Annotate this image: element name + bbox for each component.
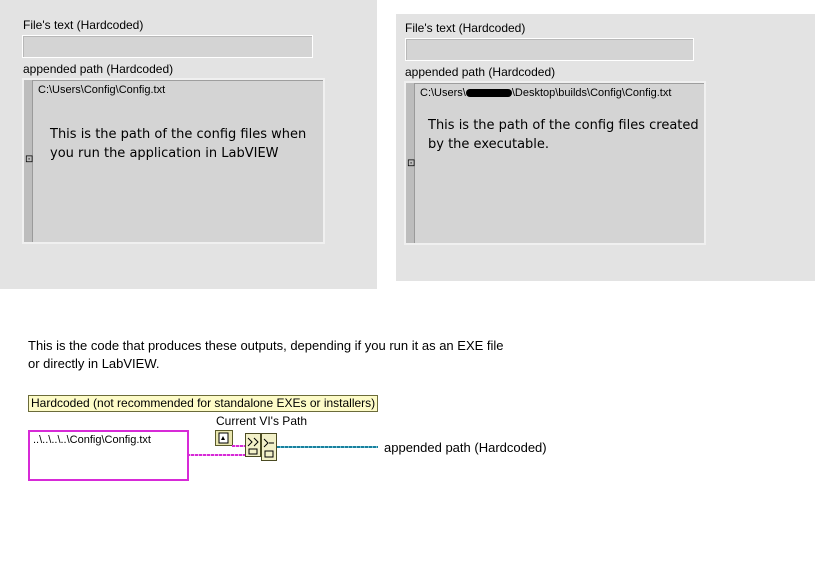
- appended-path-label: appended path (Hardcoded): [23, 62, 174, 76]
- build-path-icon[interactable]: [261, 433, 277, 461]
- description-line-2: or directly in LabVIEW.: [28, 356, 160, 371]
- note-line-2: by the executable.: [428, 137, 550, 152]
- file-text-indicator[interactable]: [22, 35, 313, 58]
- diagram-comment[interactable]: Hardcoded (not recommended for standalon…: [28, 395, 379, 412]
- path-constant-value: ..\..\..\..\Config\Config.txt: [33, 434, 151, 446]
- browse-folder-icon: ⊡: [407, 158, 416, 169]
- browse-button[interactable]: ⊡: [24, 80, 33, 242]
- path-note: This is the path of the config files whe…: [50, 125, 306, 163]
- current-vi-path-label: Current VI's Path: [216, 414, 307, 428]
- file-text-indicator[interactable]: [405, 38, 694, 61]
- path-value: C:\Users\ \Desktop\builds\Config\Config.t…: [420, 87, 671, 99]
- output-path-wire: [277, 446, 378, 448]
- file-text-label: File's text (Hardcoded): [23, 18, 144, 32]
- relative-path-wire: [187, 454, 245, 456]
- file-text-label: File's text (Hardcoded): [405, 21, 526, 35]
- appended-path-indicator[interactable]: ⊡ C:\Users\Config\Config.txt This is the…: [22, 78, 325, 244]
- path-constant[interactable]: ..\..\..\..\Config\Config.txt: [28, 430, 189, 481]
- appended-path-terminal-label: appended path (Hardcoded): [384, 440, 547, 455]
- path-prefix: C:\Users\: [420, 87, 466, 99]
- browse-folder-icon: ⊡: [25, 154, 34, 165]
- description: This is the code that produces these out…: [28, 337, 504, 373]
- description-line-1: This is the code that produces these out…: [28, 338, 504, 353]
- note-line-1: This is the path of the config files cre…: [428, 118, 699, 133]
- strip-path-icon[interactable]: [245, 433, 261, 457]
- appended-path-label: appended path (Hardcoded): [405, 65, 556, 79]
- path-value: C:\Users\Config\Config.txt: [38, 84, 166, 96]
- vi-path-wire: [232, 445, 246, 447]
- front-panel-right: File's text (Hardcoded) appended path (H…: [396, 14, 815, 281]
- note-line-2: you run the application in LabVIEW: [50, 146, 279, 161]
- current-vi-path-icon[interactable]: [215, 430, 233, 446]
- browse-button[interactable]: ⊡: [406, 83, 415, 243]
- front-panel-left: File's text (Hardcoded) appended path (H…: [0, 0, 377, 289]
- redacted-username: [465, 89, 512, 98]
- path-note: This is the path of the config files cre…: [428, 116, 699, 154]
- path-suffix: \Desktop\builds\Config\Config.txt: [511, 87, 672, 99]
- appended-path-indicator[interactable]: ⊡ C:\Users\ \Desktop\builds\Config\Config…: [404, 81, 706, 245]
- note-line-1: This is the path of the config files whe…: [50, 127, 307, 142]
